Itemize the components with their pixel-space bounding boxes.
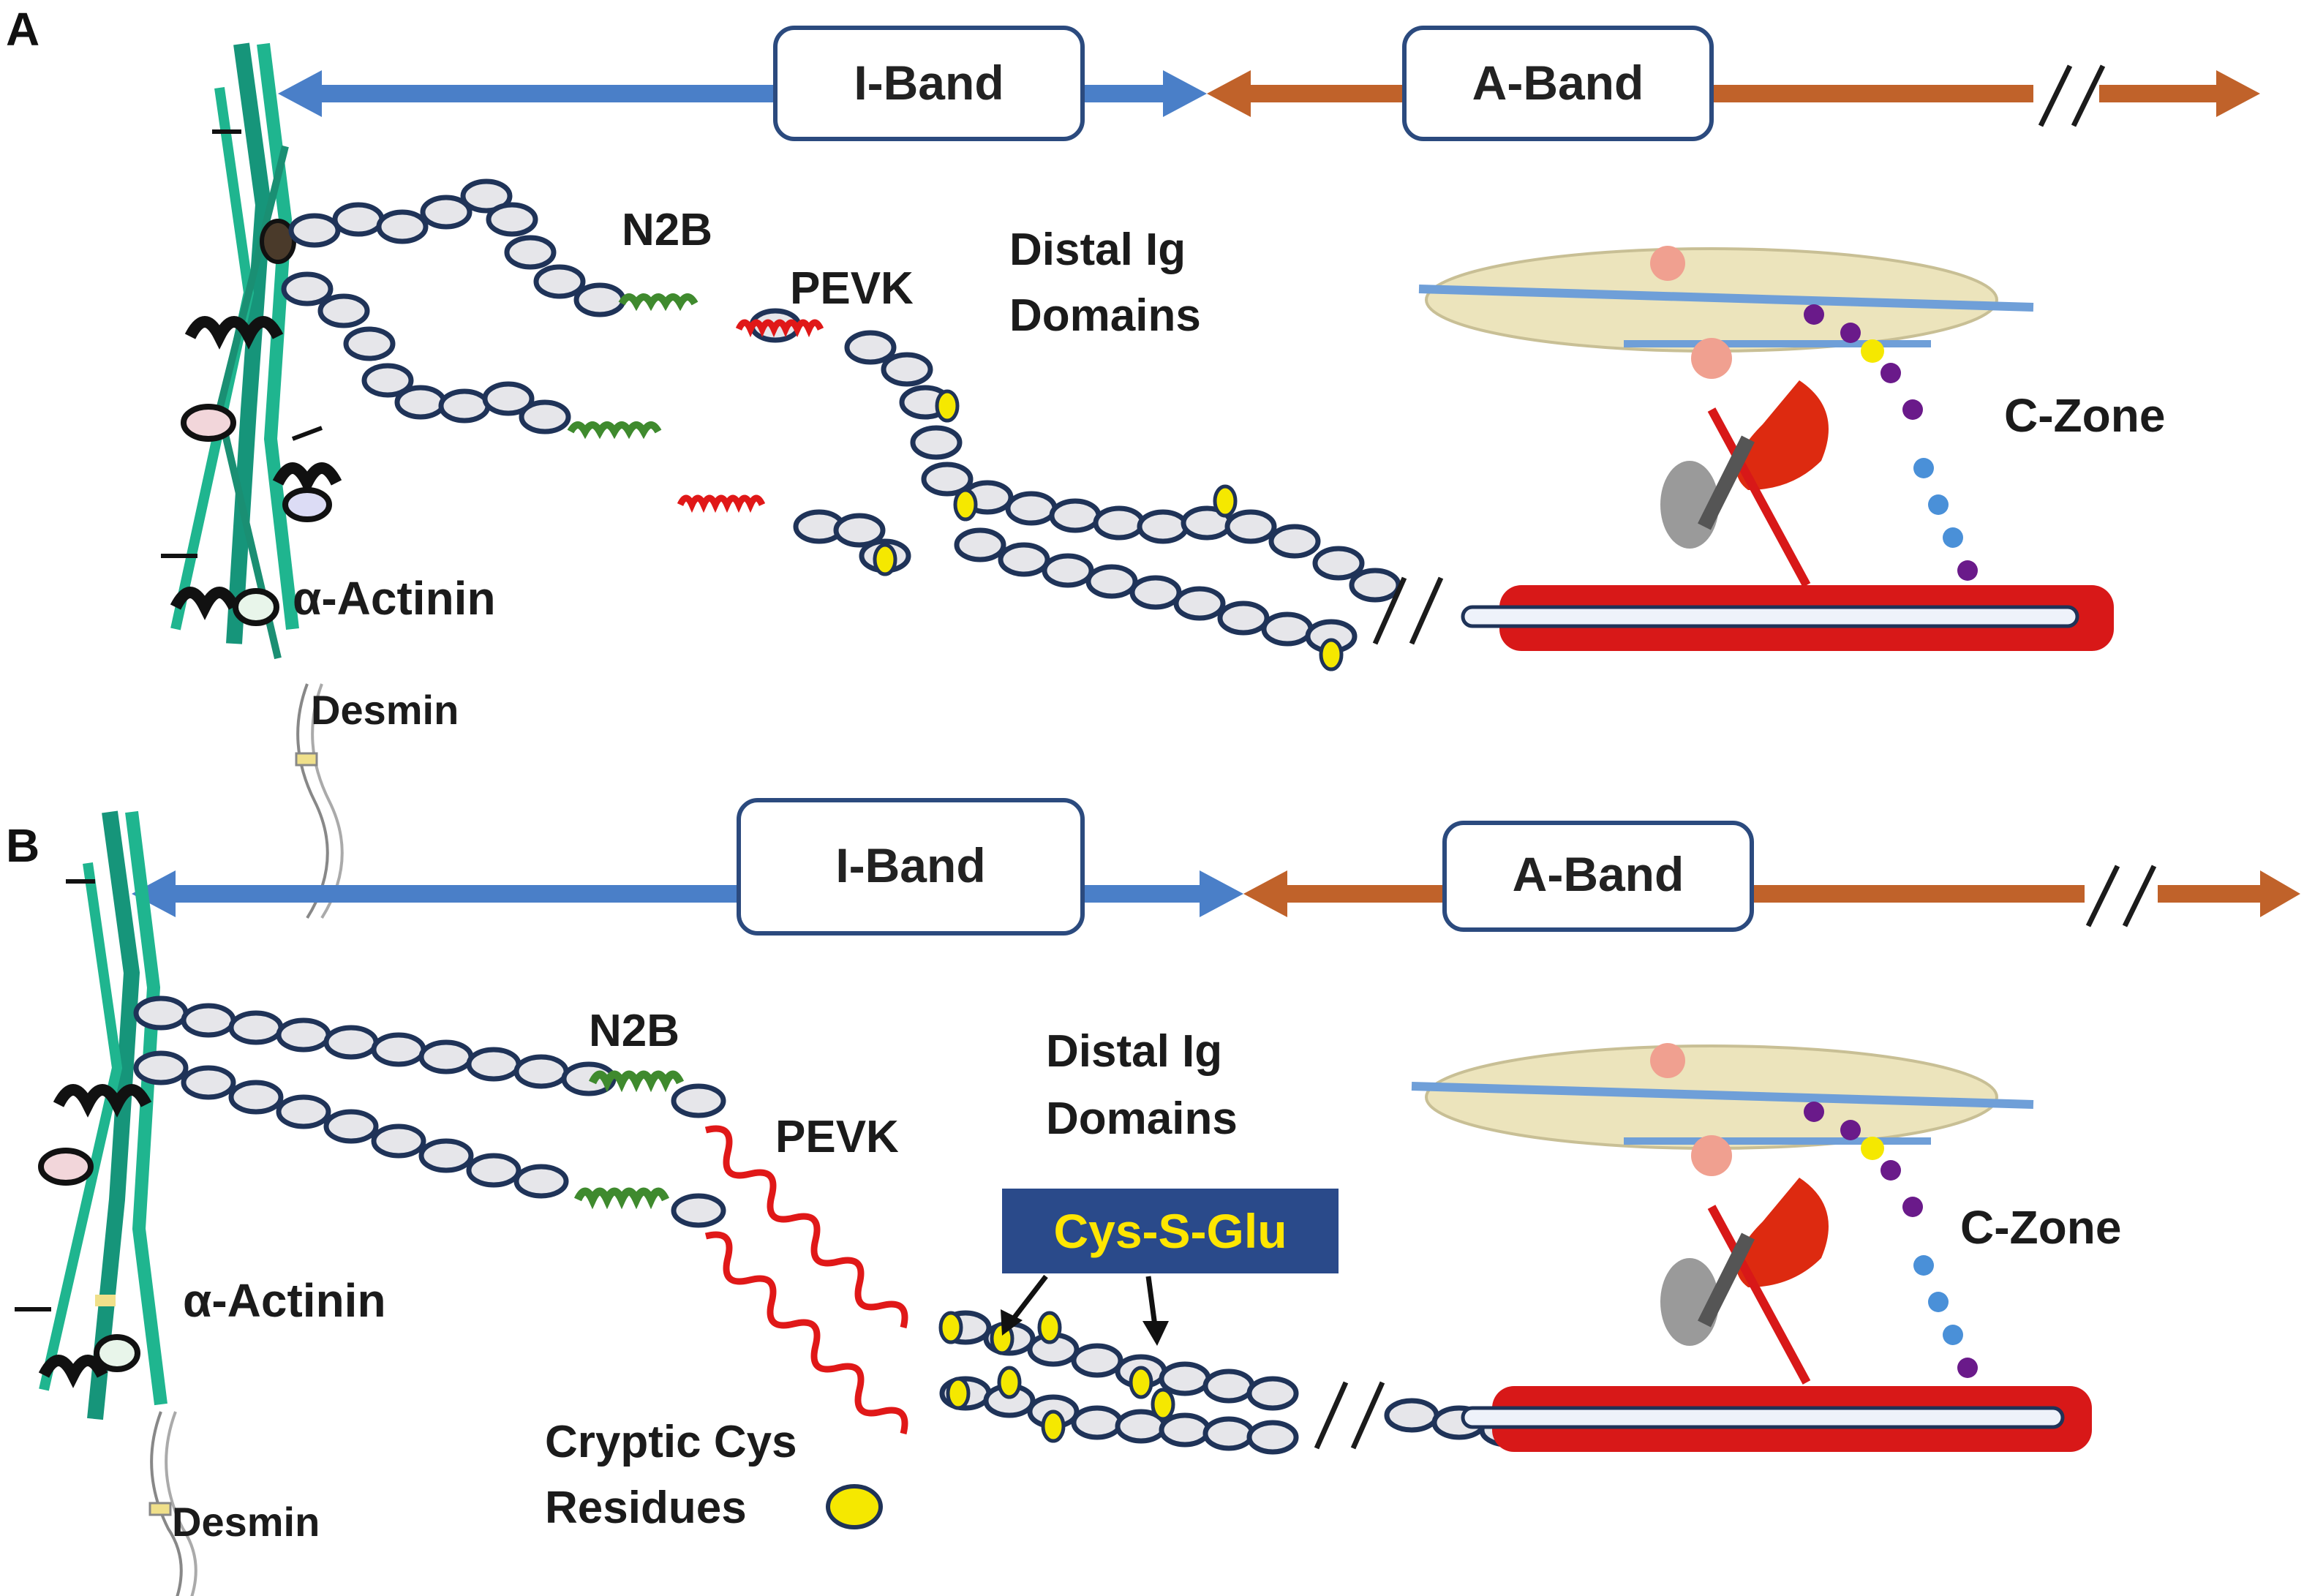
distal-ig-chain <box>939 1310 1535 1455</box>
n2b-segment <box>567 421 662 440</box>
axis-break <box>2038 64 2073 127</box>
axis-break <box>2122 865 2157 927</box>
z-disk <box>15 810 197 1596</box>
pevk-segment <box>677 494 766 513</box>
n2b-segment <box>588 1070 685 1093</box>
titin-ig-chain <box>133 995 726 1228</box>
axis-break <box>1350 1381 1385 1450</box>
a-band-box <box>1402 26 1714 141</box>
z-disk <box>161 42 344 919</box>
cryptic-cys-legend-icon <box>826 1484 883 1529</box>
i-band-box <box>737 798 1085 936</box>
axis-break <box>1409 576 1444 645</box>
cys-s-glu-arrow <box>1007 1274 1048 1326</box>
axis-break <box>2071 64 2106 127</box>
c-zone-structure <box>1418 246 2034 587</box>
distal-ig-label: Distal Ig <box>1046 1026 1222 1077</box>
cryptic-cys-label: Cryptic Cys <box>545 1417 797 1467</box>
distal-ig-chain <box>954 480 1401 654</box>
cryptic-cys-residue <box>873 389 1344 671</box>
cys-s-glu-label: Cys-S-Glu <box>1053 1204 1287 1258</box>
band-arrows: I-Band A-Band <box>278 26 2260 141</box>
alpha-actinin-label: α-Actinin <box>293 572 496 625</box>
pevk-label: PEVK <box>790 263 914 314</box>
cys-s-glu-arrow-head <box>1142 1321 1169 1346</box>
axis-break <box>2085 865 2120 927</box>
c-zone-label: C-Zone <box>1960 1201 2121 1254</box>
pevk-label: PEVK <box>775 1112 899 1162</box>
pevk-segment <box>735 319 824 338</box>
n2b-segment <box>573 1187 670 1210</box>
panel-a: A I-Band A-Band <box>6 3 2260 919</box>
i-band-label: I-Band <box>854 56 1004 110</box>
panel-letter: B <box>6 819 39 872</box>
i-band-arrow <box>278 70 1207 117</box>
axis-break <box>1314 1381 1349 1450</box>
thick-filament <box>1461 585 2114 651</box>
distal-ig-label-line2: Domains <box>1009 290 1201 341</box>
axis-break <box>1372 576 1407 645</box>
n2b-label: N2B <box>622 205 712 255</box>
desmin-label: Desmin <box>311 687 459 733</box>
a-band-label: A-Band <box>1472 56 1644 110</box>
cys-s-glu-arrow-head <box>1001 1309 1023 1336</box>
n2b-label: N2B <box>589 1006 679 1056</box>
pevk-segment <box>704 1231 908 1435</box>
i-band-label: I-Band <box>835 838 985 892</box>
cryptic-cys-label-line2: Residues <box>545 1483 747 1533</box>
a-band-label: A-Band <box>1513 847 1684 901</box>
distal-ig-label: Distal Ig <box>1009 225 1186 275</box>
pevk-segment <box>704 1125 908 1329</box>
i-band-box <box>773 26 1085 141</box>
c-zone-label: C-Zone <box>2004 389 2165 442</box>
a-band-arrow-tail <box>2158 870 2300 917</box>
panel-letter: A <box>6 3 39 56</box>
alpha-actinin-label: α-Actinin <box>183 1274 386 1327</box>
i-band-arrow <box>132 870 1243 917</box>
cys-s-glu-box <box>1002 1189 1339 1273</box>
c-zone-structure <box>1411 1043 2034 1385</box>
panel-b: B I-Band A-Band <box>6 798 2300 1596</box>
thick-filament <box>1461 1386 2092 1452</box>
a-band-box <box>1442 821 1754 932</box>
n2b-segment <box>618 293 699 312</box>
desmin-label: Desmin <box>172 1499 320 1545</box>
band-arrows: I-Band A-Band <box>132 798 2300 936</box>
a-band-arrow-tail <box>2099 70 2260 117</box>
distal-ig-label-line2: Domains <box>1046 1094 1238 1144</box>
